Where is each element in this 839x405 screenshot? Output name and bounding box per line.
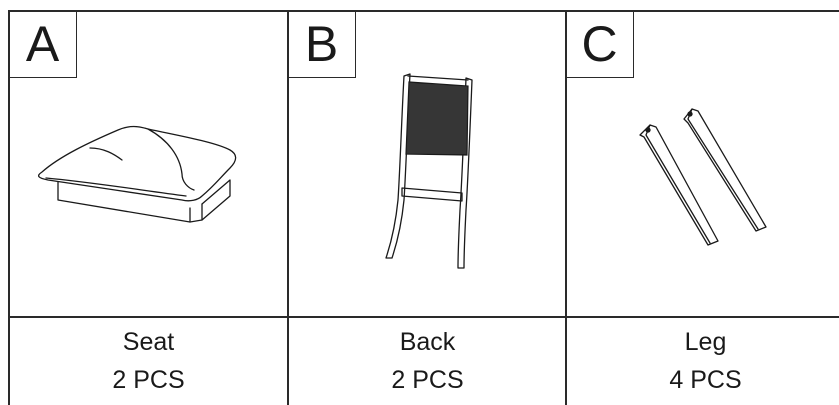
- part-name: Leg: [685, 323, 727, 361]
- part-caption-b: Back 2 PCS: [289, 317, 566, 405]
- leg-pair-icon: [630, 105, 780, 255]
- part-letter-c: C: [567, 11, 634, 78]
- part-quantity: 2 PCS: [112, 361, 184, 399]
- part-quantity: 2 PCS: [391, 361, 463, 399]
- table-top-border: [8, 10, 839, 12]
- part-name: Back: [400, 323, 456, 361]
- part-caption-a: Seat 2 PCS: [10, 317, 287, 405]
- part-quantity: 4 PCS: [669, 361, 741, 399]
- part-name: Seat: [123, 323, 174, 361]
- part-letter-a: A: [10, 11, 77, 78]
- part-caption-c: Leg 4 PCS: [567, 317, 839, 405]
- chair-back-icon: [380, 70, 480, 275]
- part-letter-b: B: [289, 11, 356, 78]
- seat-cushion-icon: [30, 120, 245, 235]
